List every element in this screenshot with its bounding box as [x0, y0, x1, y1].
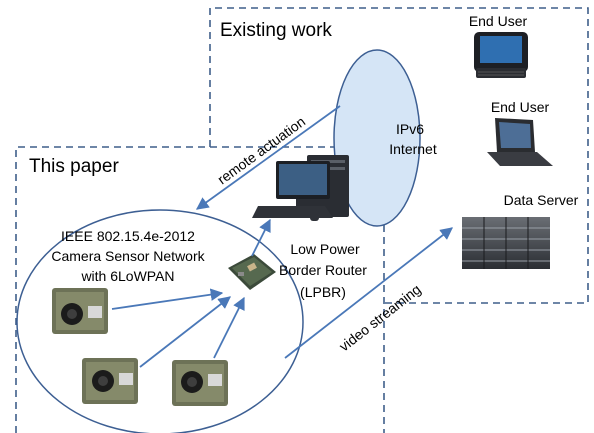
router-to-pc-arrow: [251, 218, 271, 257]
camera-sensor-node-2: [82, 358, 138, 404]
desktop-computer-icon: [252, 155, 349, 221]
existing-work-title: Existing work: [220, 20, 332, 41]
flow-arrows: [111, 105, 453, 368]
router-label-line1: Low Power: [290, 241, 360, 257]
sensor2-to-router-arrow: [139, 296, 231, 368]
data-server-label: Data Server: [504, 192, 579, 208]
camera-sensor-node-3: [172, 360, 228, 406]
sensor-network-line3: with 6LoWPAN: [80, 268, 174, 284]
sensor-network-line1: IEEE 802.15.4e-2012: [61, 228, 195, 244]
laptop-icon: [487, 118, 553, 166]
sensor-network-area: IEEE 802.15.4e-2012 Camera Sensor Networ…: [16, 209, 304, 433]
cloud-label-line2: Internet: [389, 141, 437, 157]
router-label-line3: (LPBR): [300, 284, 346, 300]
border-router-board-icon: [228, 254, 276, 290]
smartphone-icon: [474, 32, 528, 78]
existing-work-region: Existing work: [209, 7, 589, 304]
video-streaming-label: video streaming: [336, 281, 424, 354]
video-streaming-arrow: [284, 227, 453, 359]
sensor-network-line2: Camera Sensor Network: [51, 248, 205, 264]
router-label-line2: Border Router: [279, 262, 367, 278]
phone-user-label: End User: [469, 13, 528, 29]
camera-sensor-node-1: [52, 288, 108, 334]
ipv6-internet-cloud: IPv6 Internet: [333, 49, 437, 227]
this-paper-title: This paper: [29, 156, 119, 177]
data-server-icon: [462, 217, 550, 269]
laptop-user-label: End User: [491, 99, 550, 115]
cloud-label-line1: IPv6: [396, 121, 424, 137]
sensor3-to-router-arrow: [213, 296, 245, 359]
router-label: Low Power Border Router (LPBR): [279, 241, 367, 300]
remote-actuation-arrow: [195, 105, 341, 210]
this-paper-region: This paper: [15, 146, 385, 433]
sensor1-to-router-arrow: [111, 288, 224, 310]
